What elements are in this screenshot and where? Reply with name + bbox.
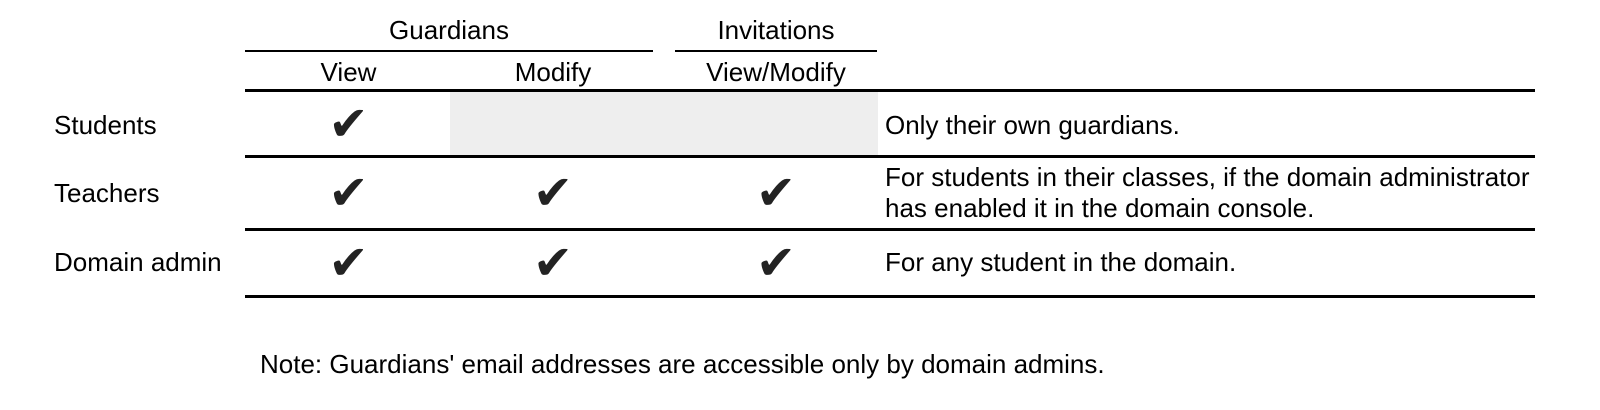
column-group-guardians: Guardians bbox=[389, 15, 509, 45]
row-label-students: Students bbox=[54, 110, 157, 140]
header-separator-line bbox=[245, 89, 1535, 92]
domain-admin-view-check-cell: ✔ bbox=[245, 231, 452, 295]
teachers-view-modify-check-cell: ✔ bbox=[675, 158, 877, 228]
check-icon: ✔ bbox=[532, 165, 574, 221]
column-header-view-modify: View/Modify bbox=[706, 57, 846, 87]
row-label-domain-admin: Domain admin bbox=[54, 247, 222, 277]
students-note: Only their own guardians. bbox=[885, 110, 1180, 140]
teachers-modify-check-cell: ✔ bbox=[450, 158, 656, 228]
check-icon: ✔ bbox=[755, 235, 797, 291]
check-icon: ✔ bbox=[755, 165, 797, 221]
domain-admin-view-modify-check-cell: ✔ bbox=[675, 231, 877, 295]
students-modify-disabled-cell bbox=[450, 92, 878, 155]
row-separator-line bbox=[245, 155, 1535, 158]
check-icon: ✔ bbox=[532, 235, 574, 291]
check-icon: ✔ bbox=[328, 165, 369, 221]
column-group-invitations: Invitations bbox=[717, 15, 835, 45]
domain-admin-note: For any student in the domain. bbox=[885, 247, 1237, 277]
domain-admin-modify-check-cell: ✔ bbox=[450, 231, 656, 295]
column-header-view: View bbox=[320, 57, 377, 87]
row-label-teachers: Teachers bbox=[54, 178, 160, 208]
row-separator-line bbox=[245, 228, 1535, 231]
footnote: Note: Guardians' email addresses are acc… bbox=[260, 349, 1105, 379]
row-separator-line bbox=[245, 295, 1535, 298]
teachers-note: For students in their classes, if the do… bbox=[885, 162, 1530, 223]
students-view-check-cell: ✔ bbox=[245, 92, 452, 155]
invitations-underline bbox=[675, 50, 877, 52]
column-header-modify: Modify bbox=[514, 57, 592, 87]
check-icon: ✔ bbox=[328, 95, 369, 152]
guardians-underline bbox=[245, 50, 653, 52]
teachers-view-check-cell: ✔ bbox=[245, 158, 452, 228]
check-icon: ✔ bbox=[328, 235, 369, 291]
